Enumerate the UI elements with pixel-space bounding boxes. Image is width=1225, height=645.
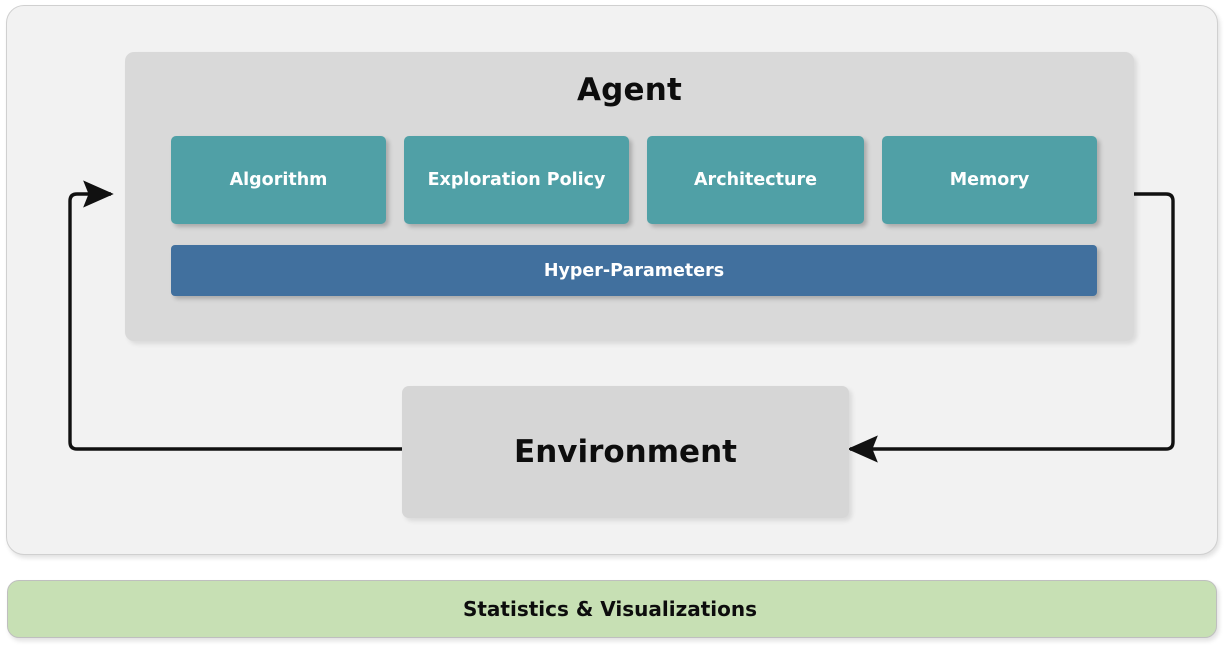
agent-component-algorithm[interactable]: Algorithm [171,136,387,224]
agent-component-exploration-policy[interactable]: Exploration Policy [404,136,629,224]
statistics-visualizations-label: Statistics & Visualizations [462,597,758,621]
statistics-visualizations-bar[interactable]: Statistics & Visualizations [7,580,1217,638]
environment-box[interactable]: Environment [402,386,849,518]
agent-component-algorithm-label: Algorithm [229,170,328,190]
agent-hyper-parameters-label: Hyper-Parameters [543,260,725,281]
environment-label: Environment [514,434,737,470]
agent-component-memory-label: Memory [949,170,1030,190]
agent-components-row: Algorithm Exploration Policy Architectur… [171,136,1097,224]
agent-component-architecture-label: Architecture [694,170,817,190]
rl-loop-container: Agent Algorithm Exploration Policy Archi… [6,5,1218,555]
agent-component-memory[interactable]: Memory [881,136,1097,224]
agent-component-architecture[interactable]: Architecture [646,136,864,224]
agent-panel: Agent Algorithm Exploration Policy Archi… [125,52,1134,341]
agent-title: Agent [576,72,683,108]
agent-component-exploration-policy-label: Exploration Policy [427,170,606,190]
agent-hyper-parameters-bar[interactable]: Hyper-Parameters [171,245,1097,296]
